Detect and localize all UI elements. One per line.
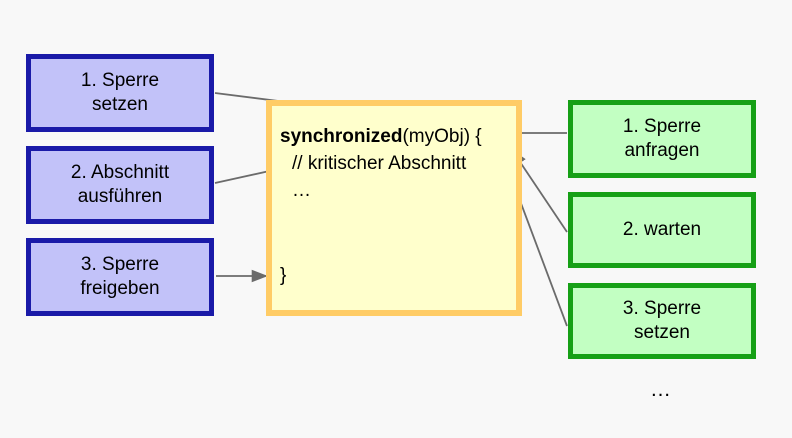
- right-step-2-line1: 2. warten: [622, 218, 702, 240]
- left-step-3[interactable]: 3. Sperre freigeben: [26, 238, 214, 316]
- code-keyword-synchronized: synchronized: [280, 126, 403, 147]
- code-line-comment: // kritischer Abschnitt: [292, 152, 467, 174]
- code-line-signature: synchronized(myObj) {: [280, 124, 516, 151]
- left-step-1-line1: 1. Sperre: [80, 69, 160, 91]
- right-step-1-line1: 1. Sperre: [622, 115, 702, 137]
- right-step-1[interactable]: 1. Sperre anfragen: [568, 100, 756, 178]
- left-step-3-line2: freigeben: [80, 278, 160, 299]
- left-step-3-line1: 3. Sperre: [80, 253, 160, 275]
- right-column-trailing-ellipsis: …: [650, 378, 672, 401]
- code-signature-args: (myObj) {: [402, 126, 482, 147]
- right-step-3[interactable]: 3. Sperre setzen: [568, 283, 756, 359]
- code-line-closing-brace: }: [280, 264, 287, 286]
- right-step-3-line1: 3. Sperre: [622, 297, 702, 319]
- left-step-1-line2: setzen: [92, 94, 148, 115]
- synchronized-code-block: synchronized(myObj) { // kritischer Absc…: [266, 100, 522, 316]
- left-step-2-line2: ausführen: [77, 186, 163, 207]
- left-step-1[interactable]: 1. Sperre setzen: [26, 54, 214, 132]
- right-step-3-line2: setzen: [634, 322, 690, 343]
- left-step-2[interactable]: 2. Abschnitt ausführen: [26, 146, 214, 224]
- left-step-2-line1: 2. Abschnitt: [70, 161, 170, 183]
- code-line-ellipsis: …: [292, 179, 311, 201]
- right-step-2[interactable]: 2. warten: [568, 192, 756, 268]
- right-step-1-line2: anfragen: [624, 140, 700, 161]
